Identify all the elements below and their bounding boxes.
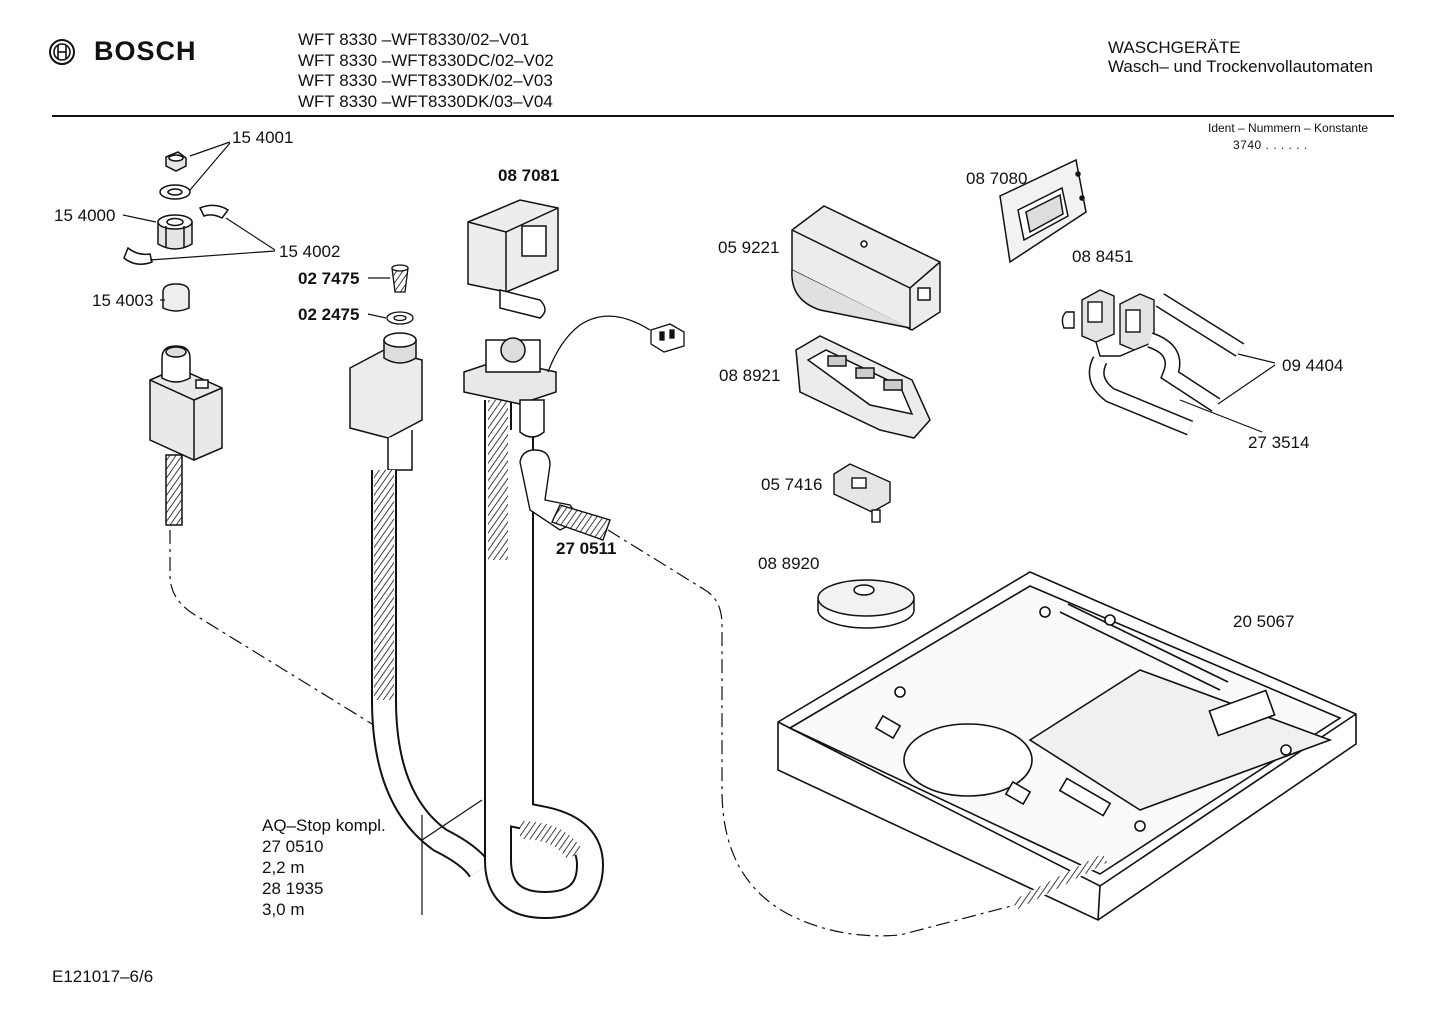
category-subtitle: Wasch– und Trockenvollautomaten — [1108, 57, 1373, 76]
drain-hose — [463, 337, 605, 920]
part-label: 09 4404 — [1282, 356, 1344, 375]
model-line: WFT 8330 –WFT8330DK/02–V03 — [298, 71, 553, 90]
part-label: 02 7475 — [298, 269, 360, 288]
model-line: WFT 8330 –WFT8330DK/03–V04 — [298, 91, 553, 111]
solenoid-valve — [1061, 289, 1155, 357]
aquastop-leader — [421, 799, 483, 915]
ident-code: 3740 . . . . . . — [1233, 138, 1308, 152]
inlet-filter — [367, 264, 414, 325]
part-label: 05 7416 — [761, 475, 823, 494]
foot-disc — [817, 579, 915, 629]
model-list: WFT 8330 –WFT8330/02–V01 WFT 8330 –WFT83… — [298, 30, 554, 112]
part-label: 08 7080 — [966, 169, 1028, 188]
model-line: WFT 8330 –WFT8330DC/02–V02 — [298, 50, 554, 70]
part-label: 08 8451 — [1072, 247, 1134, 266]
part-label: 08 7081 — [498, 166, 560, 185]
part-label: 15 4001 — [232, 128, 294, 147]
part-label: 15 4002 — [279, 242, 341, 261]
aquastop-length: 3,0 m — [262, 900, 305, 919]
leader-lines-left — [122, 141, 276, 301]
aquastop-part: 27 0510 — [262, 837, 324, 856]
hose-cover — [467, 199, 559, 319]
aquastop-note: AQ–Stop kompl. 27 0510 2,2 m 28 1935 3,0… — [262, 815, 386, 920]
control-box-cover — [791, 205, 941, 331]
part-label: 08 8920 — [758, 554, 820, 573]
part-label: 15 4003 — [92, 291, 154, 310]
ident-label: Ident – Nummern – Konstante — [1208, 121, 1369, 135]
brand-logo: BOSCH — [48, 36, 197, 67]
mounting-plate — [999, 158, 1087, 264]
connection-line-left — [169, 530, 391, 736]
part-label: 27 0511 — [556, 539, 617, 558]
model-line: WFT 8330 –WFT8330/02–V01 — [298, 30, 530, 49]
part-label: 15 4000 — [54, 206, 116, 225]
sensor-cable — [547, 315, 685, 373]
category-block: WASCHGERÄTE Wasch– und Trockenvollautoma… — [1108, 38, 1373, 76]
aquastop-length: 2,2 m — [262, 858, 305, 877]
aquastop-valve-box — [149, 345, 223, 526]
aquastop-title: AQ–Stop kompl. — [262, 816, 386, 835]
valve-small-parts — [123, 151, 230, 312]
bosch-armature-icon — [49, 38, 75, 65]
part-label: 27 3514 — [1248, 433, 1310, 452]
inlet-hose — [349, 332, 491, 878]
part-label: 05 9221 — [718, 238, 780, 257]
header-divider — [52, 115, 1394, 117]
aquastop-part: 28 1935 — [262, 879, 324, 898]
connection-line-right — [607, 529, 1016, 937]
part-label: 02 2475 — [298, 305, 360, 324]
category-title: WASCHGERÄTE — [1108, 38, 1241, 57]
valve-hoses — [1088, 293, 1276, 436]
part-label: 08 8921 — [719, 366, 781, 385]
drain-elbow-hose — [519, 449, 611, 541]
base-plate — [777, 571, 1357, 921]
part-label: 20 5067 — [1233, 612, 1295, 631]
door-switch — [833, 463, 891, 523]
module-bracket — [795, 335, 931, 439]
document-id: E121017–6/6 — [52, 967, 154, 986]
brand-name: BOSCH — [94, 36, 197, 66]
